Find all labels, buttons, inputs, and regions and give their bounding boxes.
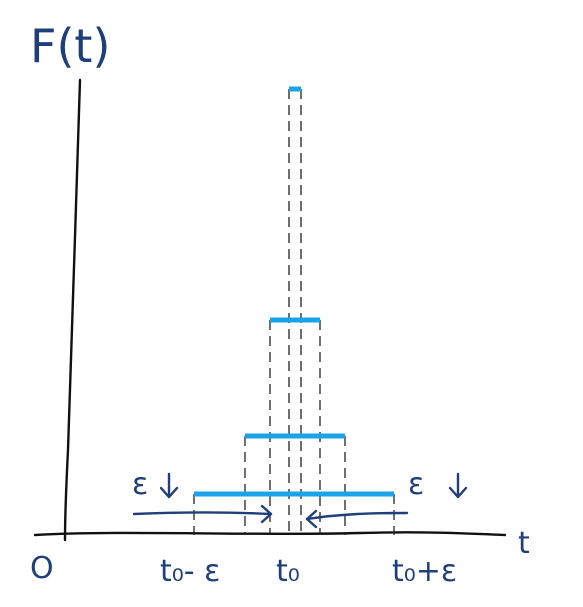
function-label: F(t) [30,19,110,73]
t0-label: t₀ [276,554,300,589]
epsilon-left-label: ε [132,467,148,502]
origin-label: O [30,551,54,586]
t0-minus-epsilon-label: t₀- ε [160,554,220,589]
left-arrow-icon [305,509,409,529]
down-arrow-right-icon [448,472,468,499]
right-arrow-icon [132,504,273,524]
epsilon-right-label: ε [408,467,424,502]
horizontal-axis [33,531,507,537]
down-arrow-left-icon [159,472,179,499]
t0-plus-epsilon-label: t₀+ε [392,554,457,589]
rectangular-pulses [194,86,394,497]
dashed-guides [193,89,395,535]
vertical-axis [63,78,82,542]
t-axis-label: t [518,526,530,561]
